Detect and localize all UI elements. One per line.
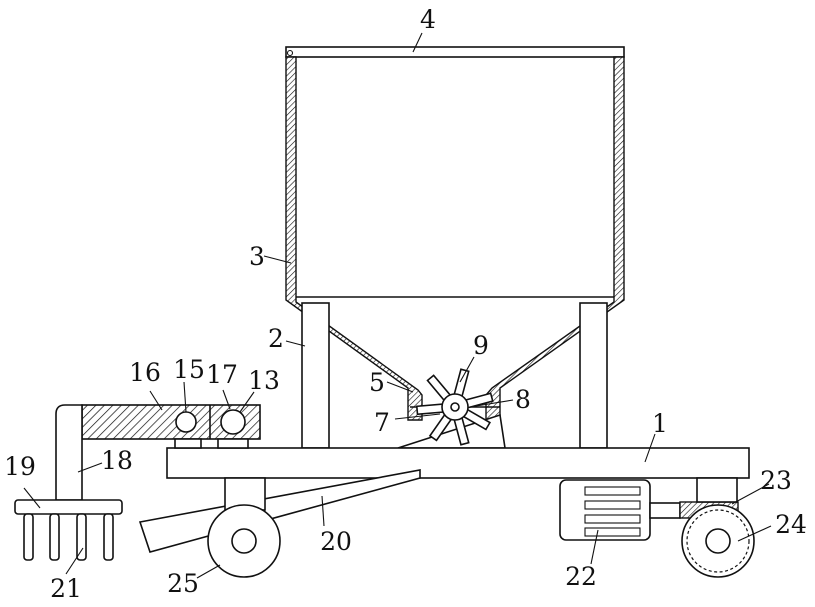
rake-bar [15,500,122,514]
label-3: 3 [249,242,265,271]
label-9: 9 [473,331,489,360]
motor [560,480,650,540]
arm-mount-right [218,439,248,448]
impeller-hub [442,394,468,420]
leader-lines [24,33,771,578]
arm-assembly [82,405,260,448]
label-5: 5 [369,368,385,397]
rake-tine [24,514,33,560]
vertical-post [56,405,82,500]
small-bolt [176,412,196,432]
label-23: 23 [760,466,792,495]
hopper [286,47,624,420]
gear-wheel [682,505,754,577]
label-20: 20 [320,527,352,556]
label-4: 4 [420,5,436,34]
base-frame [167,448,749,478]
rake-tine [77,514,86,560]
label-25: 25 [167,569,199,598]
left-wheel-assembly [208,478,280,577]
label-16: 16 [129,358,161,387]
label-8: 8 [515,385,531,414]
support-leg-right [580,303,607,448]
label-21: 21 [50,574,82,603]
label-22: 22 [565,562,597,591]
label-19: 19 [4,452,36,481]
label-7: 7 [374,408,390,437]
large-bolt [221,410,245,434]
rake-tine [50,514,59,560]
arm-mount-left [175,439,201,448]
rake-tine [104,514,113,560]
hopper-lid [286,47,624,57]
label-18: 18 [101,446,133,475]
label-13: 13 [248,366,280,395]
label-24: 24 [775,510,807,539]
support-legs [302,303,607,448]
support-leg-left [302,303,329,448]
label-17: 17 [206,360,238,389]
right-wheel-bracket [697,478,737,502]
hopper-wall [286,57,624,420]
motor-shaft [650,503,680,518]
label-1: 1 [652,409,668,438]
label-2: 2 [268,324,284,353]
label-15: 15 [173,355,205,384]
